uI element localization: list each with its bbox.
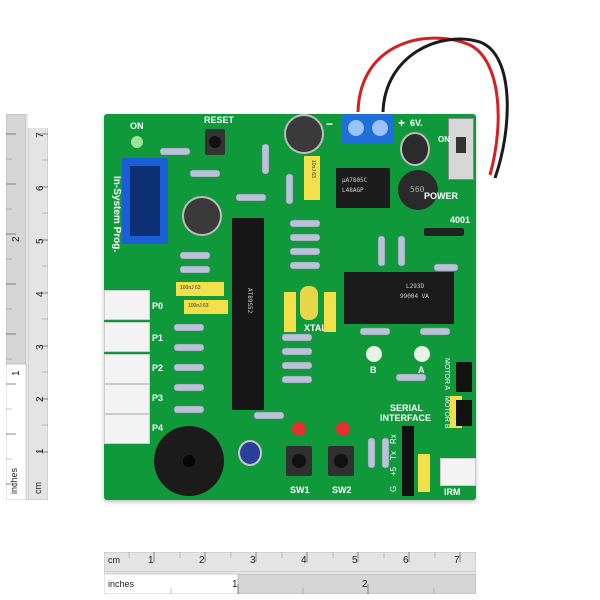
capacitor-yellow-3 (284, 292, 296, 332)
pcb-board: ON RESET In-System Prog. P0 P1 P2 P3 P4 (104, 114, 476, 500)
capacitor-yellow-4 (324, 292, 336, 332)
power-minus-label: − (326, 117, 334, 131)
bottom-ruler-graphic (104, 552, 476, 594)
isp-header-pins (130, 166, 160, 236)
port-p1-label: P1 (152, 333, 164, 343)
regulator-chip-label-1: μA7805C (342, 177, 368, 184)
power-switch-slider (456, 137, 466, 153)
reset-button-cap (209, 136, 221, 148)
diode-4001 (424, 228, 464, 236)
bottom-ruler-inch-2: 2 (362, 579, 368, 590)
power-on-label: ON (438, 135, 450, 144)
capacitor-100nj-1-label: 100nJ 63 (180, 285, 201, 291)
motor-driver-chip: L293D 99004 VA (344, 272, 454, 324)
motor-b-label: MOTOR B (443, 396, 450, 429)
reset-button[interactable] (205, 129, 225, 155)
motor-driver-label-1: L293D (406, 283, 425, 290)
led-b (366, 346, 382, 362)
led-b-label: B (370, 365, 377, 375)
serial-label: SERIAL (390, 403, 424, 413)
power-led (131, 136, 143, 148)
sw2-label: SW2 (332, 485, 352, 495)
buzzer (154, 426, 224, 496)
power-terminal-block[interactable] (342, 114, 394, 144)
led-a-label: A (418, 365, 425, 375)
red-led-2 (336, 422, 350, 436)
port-p4-connector[interactable] (104, 414, 150, 444)
resistor-array (159, 143, 459, 469)
bottom-ruler-inches-unit: inches (108, 579, 135, 589)
bottom-ruler-cm-6: 6 (403, 555, 409, 566)
bottom-ruler-cm-5: 5 (352, 555, 358, 566)
bottom-ruler-cm-7: 7 (454, 555, 460, 566)
bottom-ruler-cm-2: 2 (199, 555, 205, 566)
regulator-chip: μA7805C L48AGP (336, 168, 390, 208)
electrolytic-cap-1 (182, 196, 222, 236)
port-p4-label: P4 (152, 423, 164, 433)
sw1-button-cap (292, 454, 306, 468)
motor-a-header[interactable] (456, 362, 472, 392)
left-ruler: inches cm 1 2 1 2 3 4 5 6 7 (6, 114, 48, 500)
port-p2-label: P2 (152, 363, 164, 373)
xtal-label: XTAL (304, 323, 327, 333)
sw1-label: SW1 (290, 485, 310, 495)
diode-4001-label: 4001 (450, 215, 471, 225)
port-p2-connector[interactable] (104, 354, 150, 384)
motor-driver-label-2: 99004 VA (400, 293, 429, 300)
bottom-ruler-cm-unit: cm (108, 555, 120, 565)
capacitor-100nj-2-label: 100nJ 63 (188, 303, 209, 309)
isp-header[interactable] (122, 158, 168, 244)
port-p3-connector[interactable] (104, 384, 150, 414)
reset-label: RESET (204, 115, 235, 125)
capacitor-100nj-1: 100nJ 63 (176, 282, 224, 296)
power-label: POWER (424, 191, 459, 201)
port-p1-connector[interactable] (104, 322, 150, 352)
bottom-ruler-cm-3: 3 (250, 555, 256, 566)
bottom-ruler-cm-4: 4 (301, 555, 307, 566)
electrolytic-cap-3 (400, 132, 430, 166)
capacitor-100nj-2: 100nJ 63 (184, 300, 228, 314)
electrolytic-cap-2 (284, 114, 324, 154)
irm-connector[interactable] (440, 458, 476, 486)
serial-pin-gnd: G (389, 485, 398, 492)
buzzer-hole (183, 455, 195, 467)
left-ruler-graphic (6, 114, 48, 500)
port-p3-label: P3 (152, 393, 164, 403)
bottom-ruler: cm inches 1 2 3 4 5 6 7 1 2 (104, 552, 476, 594)
microcontroller-chip: AT89S52 (232, 218, 264, 410)
bottom-ruler-inch-1: 1 (232, 579, 238, 590)
crystal (300, 286, 318, 320)
power-switch[interactable] (448, 118, 474, 180)
sw1-button[interactable] (286, 446, 312, 476)
port-p0-connector[interactable] (104, 290, 150, 320)
terminal-screw-1 (348, 120, 364, 136)
terminal-screw-2 (372, 120, 388, 136)
motor-b-header[interactable] (456, 400, 472, 426)
serial-pin-tx: Tx (389, 451, 398, 460)
interface-label: INTERFACE (380, 413, 432, 423)
power-volt-label: 6V. (410, 118, 423, 128)
sw2-button[interactable] (328, 446, 354, 476)
serial-pin-5v: +5 (389, 466, 398, 476)
power-plus-label: + (398, 116, 406, 130)
on-label: ON (130, 121, 144, 131)
serial-pin-rx: Rx (389, 434, 398, 444)
red-led-1 (292, 422, 306, 436)
motor-a-label: MOTOR A (443, 358, 450, 391)
inductor-560: 560 (398, 170, 438, 210)
capacitor-yellow-6 (418, 454, 430, 492)
capacitor-10nj: 10nJ 63 (304, 156, 320, 200)
port-p0-label: P0 (152, 301, 164, 311)
blue-cap (238, 440, 262, 466)
inductor-560-label: 560 (410, 185, 425, 194)
led-a (414, 346, 430, 362)
irm-label: IRM (444, 487, 461, 497)
regulator-chip-label-2: L48AGP (342, 187, 364, 194)
sw2-button-cap (334, 454, 348, 468)
bottom-ruler-cm-1: 1 (148, 555, 154, 566)
serial-header[interactable] (402, 426, 414, 496)
